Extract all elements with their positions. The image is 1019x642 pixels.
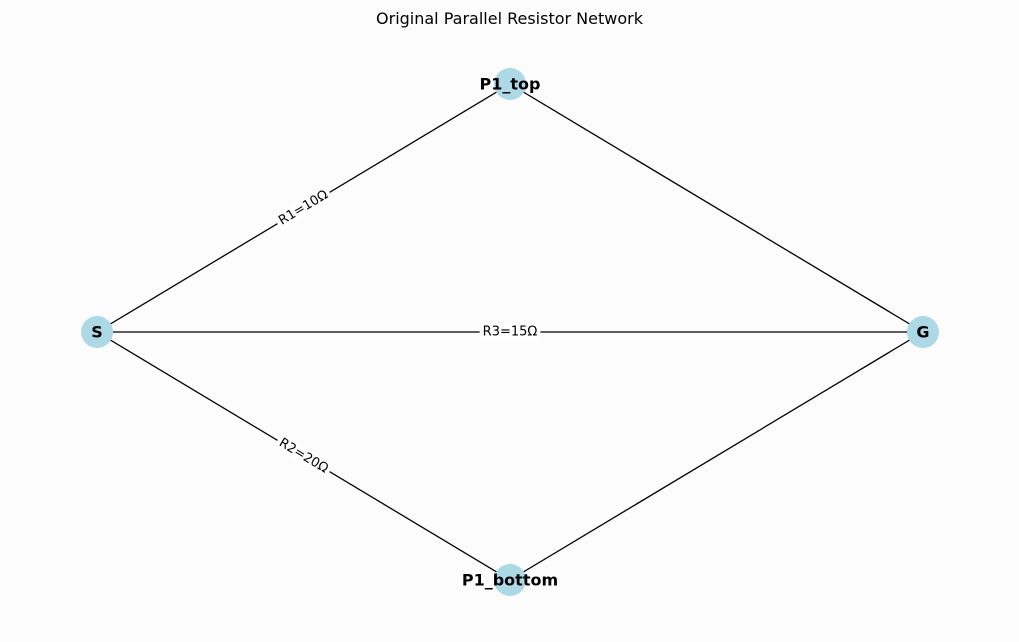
node-S (81, 316, 113, 348)
edge-label-background (273, 433, 334, 479)
node-label-P1_bottom: P1_bottom (462, 571, 558, 590)
diagram-title: Original Parallel Resistor Network (376, 9, 644, 28)
node-label-G: G (916, 323, 929, 342)
node-label-P1_top: P1_top (480, 75, 541, 94)
edge-P1_top-G (509, 83, 924, 333)
node-label-S: S (91, 323, 103, 342)
edge-label-group: R3=15Ω (479, 323, 541, 341)
node-P1_bottom (494, 564, 526, 596)
edge-P1_bottom-G (509, 331, 924, 581)
node-G (907, 316, 939, 348)
node-P1_top (494, 68, 526, 100)
edge-label: R3=15Ω (483, 325, 538, 340)
edge-label-background (479, 323, 541, 341)
edge-label-background (273, 185, 334, 231)
